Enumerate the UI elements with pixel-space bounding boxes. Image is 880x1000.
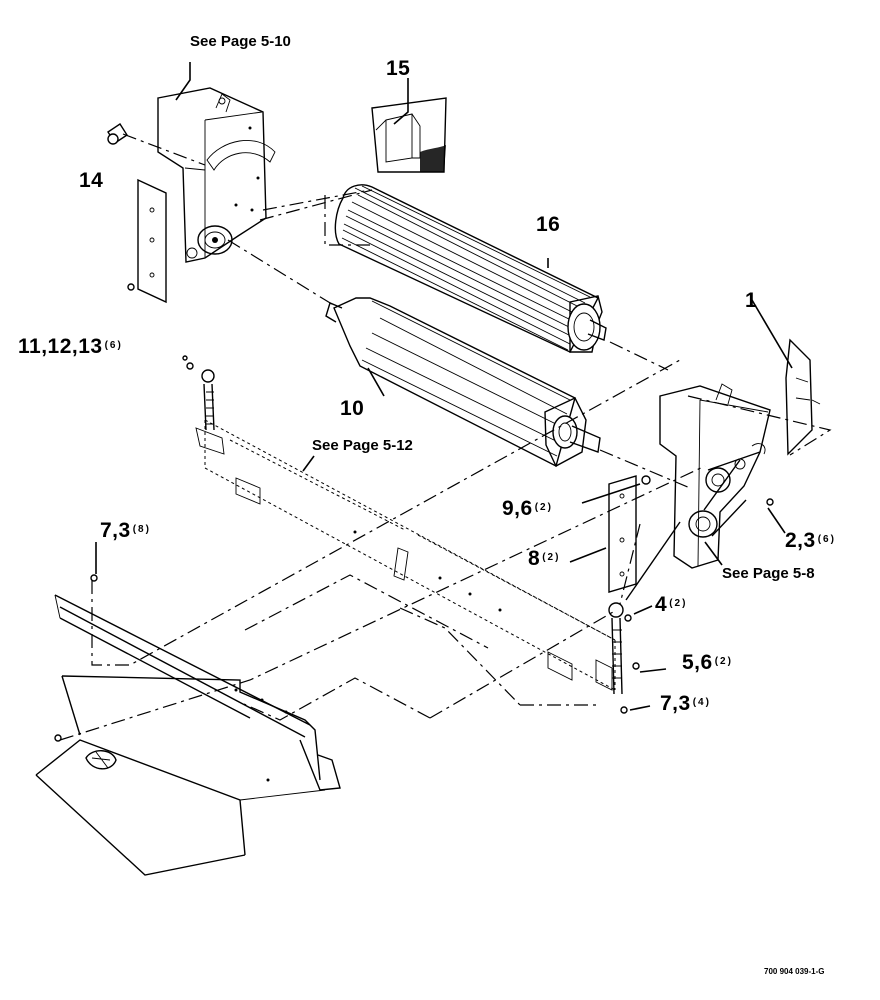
see-page-5-8-label: See Page 5-8 <box>722 565 815 582</box>
leader-lines <box>95 62 793 711</box>
item-9-6-number: 9,6 <box>502 497 533 520</box>
item-8-label: 8(2) <box>528 548 560 569</box>
item-5-6-number: 5,6 <box>682 651 713 674</box>
item-2-3-label: 2,3(6) <box>785 530 836 551</box>
see-page-5-10-label: See Page 5-10 <box>190 33 291 50</box>
left-plate <box>137 178 167 304</box>
item-7-3-top-quantity: (8) <box>132 524 151 535</box>
frame-beam <box>204 419 616 691</box>
right-side-housing <box>659 383 771 569</box>
item-15-label: 15 <box>386 57 411 80</box>
item-11-12-13-quantity: (6) <box>104 340 123 351</box>
lower-roller-part-10 <box>325 297 601 468</box>
figure-code: 700 904 039-1-G <box>764 967 825 976</box>
item-5-6-quantity: (2) <box>714 656 733 667</box>
item-7-3-bottom-quantity: (4) <box>692 697 711 708</box>
item-16-label: 16 <box>536 213 561 236</box>
item-8-quantity: (2) <box>542 552 561 563</box>
item-2-3-number: 2,3 <box>785 529 816 552</box>
item-4-quantity: (2) <box>669 598 688 609</box>
item-4-number: 4 <box>655 593 668 616</box>
left-side-housing <box>157 87 276 263</box>
item-1-label: 1 <box>745 289 758 312</box>
upper-roller-part-16 <box>334 184 607 353</box>
item-5-6-label: 5,6(2) <box>682 652 733 673</box>
item-7-3-bottom-label: 7,3(4) <box>660 693 711 714</box>
item-11-12-13-label: 11,12,13(6) <box>18 336 123 357</box>
right-chain-assembly <box>595 521 681 714</box>
right-plate-part-8 <box>608 475 637 593</box>
item-7-3-top-label: 7,3(8) <box>100 520 151 541</box>
item-14-label: 14 <box>79 169 104 192</box>
left-chain-assembly <box>186 362 225 455</box>
item-4-label: 4(2) <box>655 594 687 615</box>
phantom-lines <box>59 189 706 741</box>
cover-part-15 <box>371 97 447 173</box>
item-10-label: 10 <box>340 397 365 420</box>
item-9-6-quantity: (2) <box>534 502 553 513</box>
hardware-screws <box>90 283 774 582</box>
item-8-number: 8 <box>528 547 541 570</box>
cover-part-1 <box>785 338 821 456</box>
machine-body <box>35 594 341 876</box>
see-page-5-12-label: See Page 5-12 <box>312 437 413 454</box>
item-7-3-bottom-number: 7,3 <box>660 692 691 715</box>
item-9-6-label: 9,6(2) <box>502 498 553 519</box>
item-7-3-top-number: 7,3 <box>100 519 131 542</box>
item-2-3-quantity: (6) <box>817 534 836 545</box>
item-11-12-13-number: 11,12,13 <box>18 335 103 358</box>
